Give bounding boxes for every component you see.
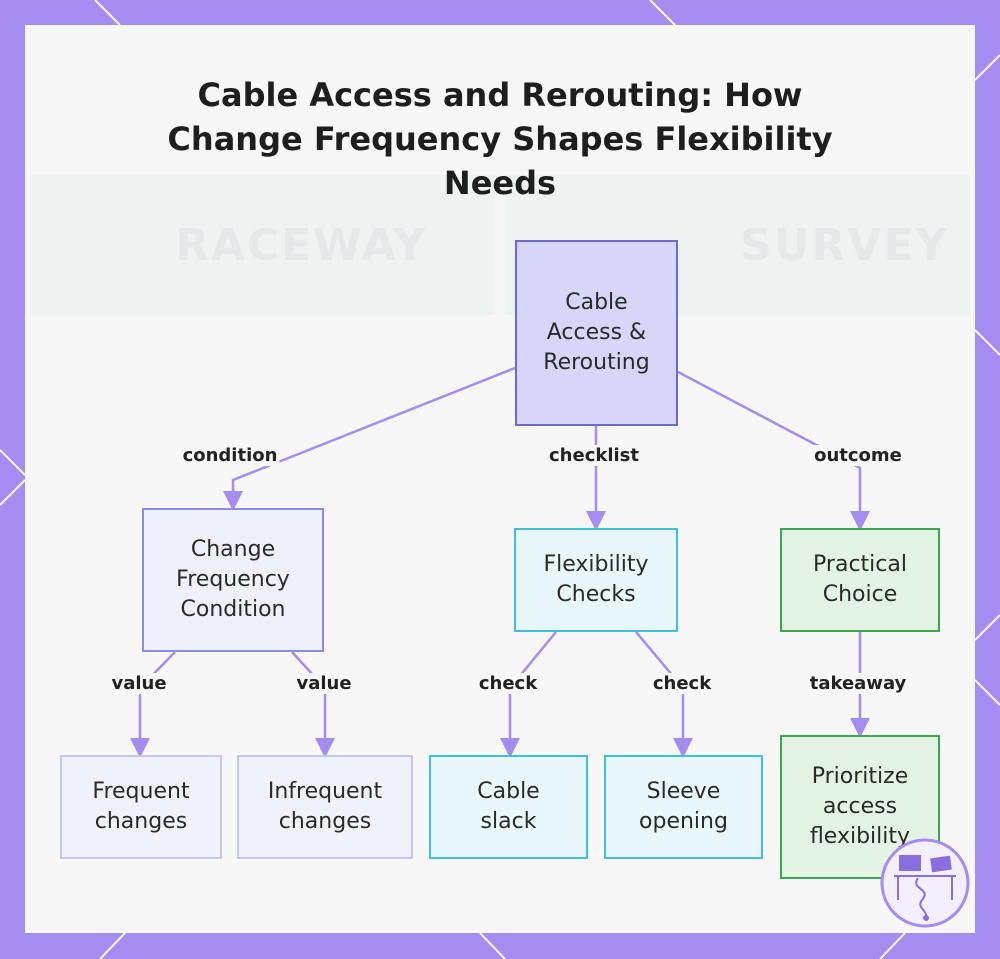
edge-label-condition: condition xyxy=(181,445,280,466)
node-frequent-changes: Frequent changes xyxy=(60,755,222,859)
node-cable-slack: Cable slack xyxy=(429,755,588,859)
node-infrequent-changes: Infrequent changes xyxy=(237,755,413,859)
edge-label-checklist: checklist xyxy=(547,445,641,466)
node-change-frequency-condition: Change Frequency Condition xyxy=(142,508,324,652)
workstation-logo-icon xyxy=(880,838,970,928)
edge-condition-infrequent xyxy=(292,652,325,753)
node-cable-access-rerouting: Cable Access & Rerouting xyxy=(515,240,678,426)
edge-label-check-right: check xyxy=(651,673,713,694)
edge-condition-frequent xyxy=(140,652,175,753)
edge-root-condition xyxy=(233,368,515,506)
node-practical-choice: Practical Choice xyxy=(780,528,940,632)
node-flexibility-checks: Flexibility Checks xyxy=(514,528,678,632)
node-sleeve-opening: Sleeve opening xyxy=(604,755,763,859)
edge-label-value-right: value xyxy=(294,673,353,694)
edge-label-outcome: outcome xyxy=(812,445,904,466)
edge-label-check-left: check xyxy=(477,673,539,694)
edge-label-value-left: value xyxy=(109,673,168,694)
edge-label-takeaway: takeaway xyxy=(808,673,909,694)
